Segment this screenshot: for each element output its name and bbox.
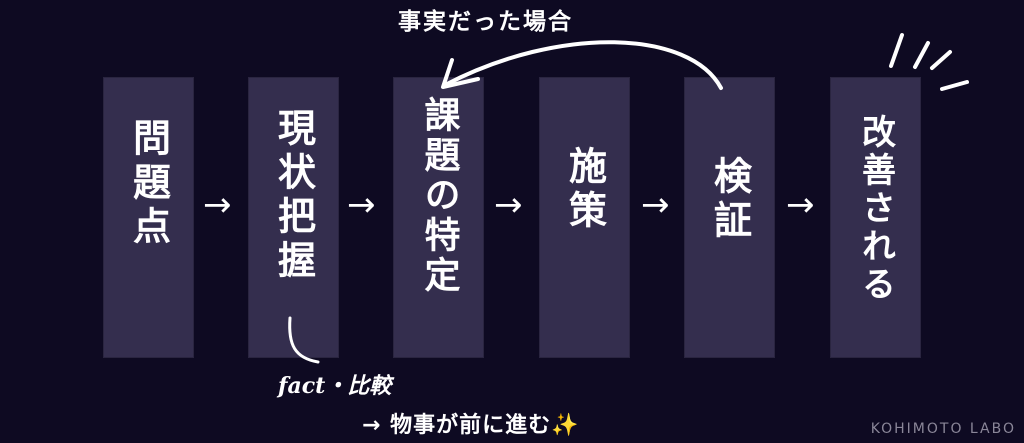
step-label: 施策	[562, 146, 607, 234]
step-box-current-status: 現状把握	[248, 77, 339, 358]
watermark: KOHIMOTO LABO	[870, 421, 1016, 437]
arrow-right-icon: →	[494, 185, 523, 225]
arrow-right-icon: →	[203, 185, 232, 225]
step-box-improved: 改善される	[830, 77, 921, 358]
step-label: 現状把握	[271, 108, 316, 284]
step-label: 課題の特定	[418, 96, 460, 296]
step-box-measures: 施策	[539, 77, 630, 358]
arrow-right-icon: →	[786, 185, 815, 225]
step-label: 検証	[707, 156, 752, 244]
arrow-right-icon: →	[347, 185, 376, 225]
caption-arrow-icon: →	[362, 413, 382, 438]
bottom-caption: → 物事が前に進む✨	[362, 407, 580, 439]
step-box-issue-identification: 課題の特定	[393, 77, 484, 358]
caption-text: 物事が前に進む	[390, 413, 552, 438]
step-box-problem: 問題点	[103, 77, 194, 358]
arrow-right-icon: →	[641, 185, 670, 225]
fact-comparison-note: fact・比較	[278, 373, 392, 399]
step-label: 問題点	[126, 118, 171, 250]
sparkles-icon: ✨	[551, 413, 580, 438]
step-label: 改善される	[855, 114, 896, 304]
top-label: 事実だった場合	[398, 9, 573, 35]
step-box-verification: 検証	[684, 77, 775, 358]
